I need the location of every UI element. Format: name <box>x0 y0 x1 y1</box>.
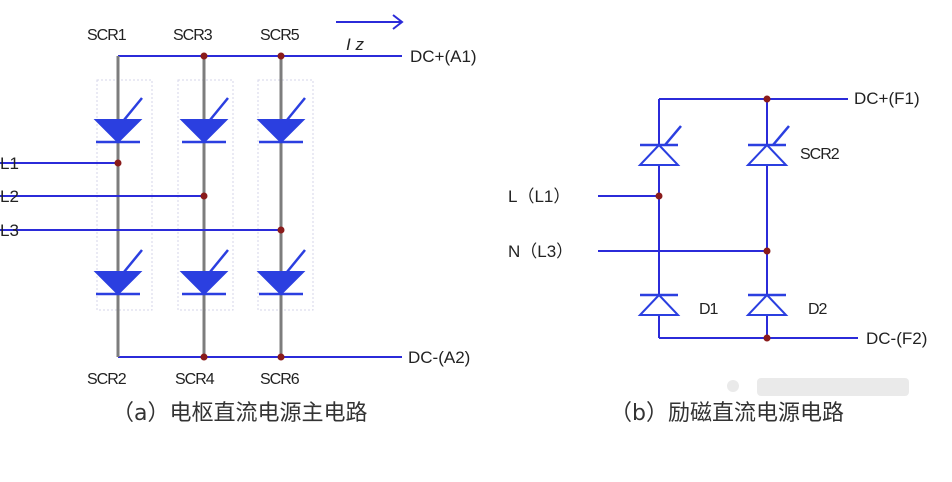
scr2-label: SCR2 <box>87 371 127 388</box>
excitation-scr2-thyristor <box>745 125 790 166</box>
scr1-thyristor <box>93 97 143 144</box>
caption-b: （b）励磁直流电源电路 <box>610 401 844 426</box>
scr3-thyristor <box>179 97 229 144</box>
dc-plus-a1-label: DC+(A1) <box>410 47 477 66</box>
scr2-thyristor <box>93 249 143 296</box>
junction-dot <box>277 52 285 60</box>
junction-dot <box>655 192 663 200</box>
diode-d1 <box>637 293 681 316</box>
scr6-thyristor <box>256 249 306 296</box>
scr5-label: SCR5 <box>260 27 300 44</box>
armature-rectifier-circuit: SCR1 SCR3 SCR5 SCR2 SCR4 SCR6 I z DC+(A1… <box>0 14 477 426</box>
junction-dot <box>200 192 208 200</box>
diode-d2-label: D2 <box>808 301 828 318</box>
junction-dot <box>200 353 208 361</box>
dc-minus-a2-label: DC-(A2) <box>408 348 470 367</box>
current-label: I z <box>346 35 364 54</box>
scr6-label: SCR6 <box>260 371 300 388</box>
junction-dot <box>763 95 771 103</box>
junction-dot <box>763 334 771 342</box>
dc-minus-f2-label: DC-(F2) <box>866 329 927 348</box>
dc-plus-f1-label: DC+(F1) <box>854 89 920 108</box>
junction-dot <box>277 226 285 234</box>
current-direction-arrow <box>336 14 404 30</box>
phase-l1-label: L1 <box>0 154 19 173</box>
input-n-label: N（L3） <box>508 242 573 261</box>
excitation-thyristor-left <box>637 125 682 166</box>
junction-dot <box>763 247 771 255</box>
blurred-watermark <box>727 378 909 396</box>
scr1-label: SCR1 <box>87 27 127 44</box>
scr2-excitation-label: SCR2 <box>800 146 840 163</box>
scr3-label: SCR3 <box>173 27 213 44</box>
scr4-thyristor <box>179 249 229 296</box>
ghost-outline <box>257 79 314 311</box>
diode-d1-label: D1 <box>699 301 719 318</box>
diode-d2 <box>745 293 789 316</box>
phase-l3-label: L3 <box>0 221 19 240</box>
junction-dot <box>277 353 285 361</box>
scr5-thyristor <box>256 97 306 144</box>
junction-dot <box>200 52 208 60</box>
field-excitation-circuit: DC+(F1) DC-(F2) L（L1） N（L3） SCR2 D1 D2 （… <box>508 89 927 426</box>
scr4-label: SCR4 <box>175 371 215 388</box>
caption-a: （a）电枢直流电源主电路 <box>112 401 367 426</box>
phase-l2-label: L2 <box>0 187 19 206</box>
junction-dot <box>114 159 122 167</box>
input-l-label: L（L1） <box>508 187 570 206</box>
